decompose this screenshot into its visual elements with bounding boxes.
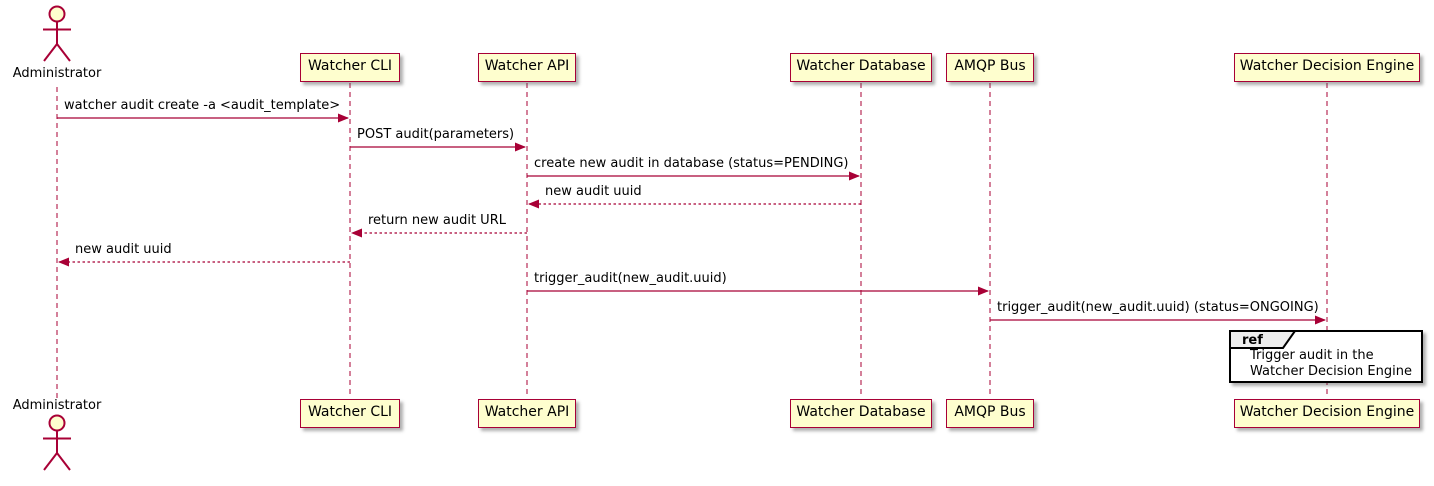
message-label-new-audit-uuid-return: new audit uuid [545,184,642,199]
message-arrow-1 [350,142,526,152]
message-arrow-5 [58,257,350,267]
participant-box-amqp-bus-bottom: AMQP Bus [946,399,1034,428]
arrowhead-4 [351,228,362,238]
arrowhead-2 [849,171,860,181]
message-arrow-6 [527,286,989,296]
arrowhead-6 [978,286,989,296]
message-arrow-0 [57,113,349,123]
message-label-trigger-audit-ongoing: trigger_audit(new_audit.uuid) (status=ON… [997,300,1319,315]
message-label-watcher-audit-create: watcher audit create -a <audit_template> [64,98,341,113]
message-arrow-7 [990,315,1326,325]
actor-label-administrator-bottom: Administrator [12,398,102,413]
message-label-trigger-audit: trigger_audit(new_audit.uuid) [534,271,727,286]
ref-fragment-box: ref Trigger audit in the Watcher Decisio… [1229,330,1423,383]
participant-box-watcher-decision-engine-top: Watcher Decision Engine [1234,53,1420,82]
actor-figure-administrator-bottom [43,414,71,471]
message-label-create-new-audit: create new audit in database (status=PEN… [534,156,849,171]
actor-label-administrator-top: Administrator [12,66,102,81]
arrowhead-7 [1315,315,1326,325]
participant-box-watcher-database-bottom: Watcher Database [790,399,932,428]
participant-box-watcher-database-top: Watcher Database [790,53,932,82]
arrowhead-3 [528,199,539,209]
arrowhead-5 [58,257,69,267]
ref-tab-shape [1229,330,1297,349]
message-arrow-3 [528,199,861,209]
participant-box-watcher-api-top: Watcher API [478,53,576,82]
participant-box-watcher-cli-bottom: Watcher CLI [300,399,400,428]
message-label-post-audit: POST audit(parameters) [357,127,515,142]
participant-box-watcher-api-bottom: Watcher API [478,399,576,428]
message-arrow-2 [527,171,860,181]
message-arrow-4 [351,228,527,238]
arrowhead-0 [338,113,349,123]
ref-text-line-2: Watcher Decision Engine [1250,364,1412,379]
arrowhead-1 [515,142,526,152]
participant-box-amqp-bus-top: AMQP Bus [946,53,1034,82]
participant-box-watcher-cli-top: Watcher CLI [300,53,400,82]
ref-text-line-1: Trigger audit in the [1250,348,1374,363]
message-label-new-audit-uuid-to-admin: new audit uuid [75,242,172,257]
message-label-return-new-audit-url: return new audit URL [368,213,506,228]
actor-figure-administrator-top [43,5,71,62]
participant-box-watcher-decision-engine-bottom: Watcher Decision Engine [1234,399,1420,428]
ref-keyword: ref [1242,333,1263,348]
